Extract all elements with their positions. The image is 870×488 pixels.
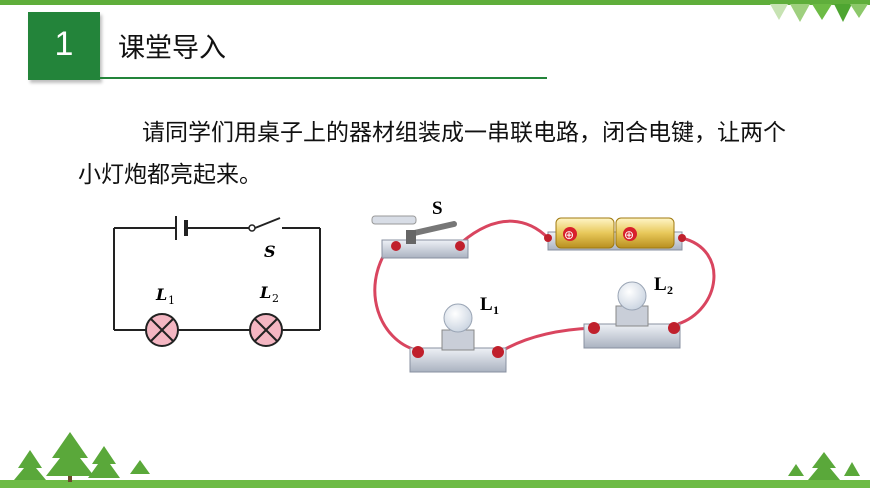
bottom-decoration	[0, 432, 870, 488]
photo-lamp1-label: L	[480, 294, 493, 315]
switch-terminal-1	[391, 241, 401, 251]
lamp-1-base	[409, 347, 507, 373]
tree-group-left	[14, 432, 150, 482]
battery-1-symbol: ⊕	[564, 228, 574, 242]
lamp-1-bulb	[443, 303, 473, 333]
photo-lamp2-label: L	[654, 274, 667, 295]
photo-lamp2-sub: 2	[667, 283, 673, 297]
instruction-text: 请同学们用桌子上的器材组装成一串联电路，闭合电键，让两个小灯炮都亮起来。	[78, 120, 786, 188]
section-number-badge: 1	[28, 12, 100, 80]
battery-2-symbol: ⊕	[624, 228, 634, 242]
circuit-schematic: S L 1 L 2	[113, 216, 321, 347]
schematic-lamp2-sub: 2	[272, 292, 279, 305]
schematic-lamp2-label: L	[259, 283, 271, 302]
schematic-switch-label: S	[264, 242, 276, 261]
schematic-lamp1-sub: 1	[168, 294, 175, 307]
corner-decoration	[770, 4, 868, 22]
tree-group-right	[788, 452, 860, 480]
page-title: 课堂导入	[118, 33, 226, 64]
section-number: 1	[54, 25, 74, 63]
photo-lamp1-sub: 1	[493, 303, 499, 317]
photo-switch-label: S	[432, 198, 443, 219]
top-accent-bar	[0, 0, 870, 5]
title-underline	[100, 77, 547, 79]
switch-contact	[248, 224, 256, 232]
schematic-lamp1-label: L	[155, 285, 167, 304]
switch-lever	[407, 221, 457, 237]
switch-base	[381, 239, 469, 259]
lamp-2-bulb	[617, 281, 647, 311]
circuit-illustration: S ⊕ ⊕ L 1 L 2	[371, 198, 716, 373]
switch-terminal-2	[455, 241, 465, 251]
